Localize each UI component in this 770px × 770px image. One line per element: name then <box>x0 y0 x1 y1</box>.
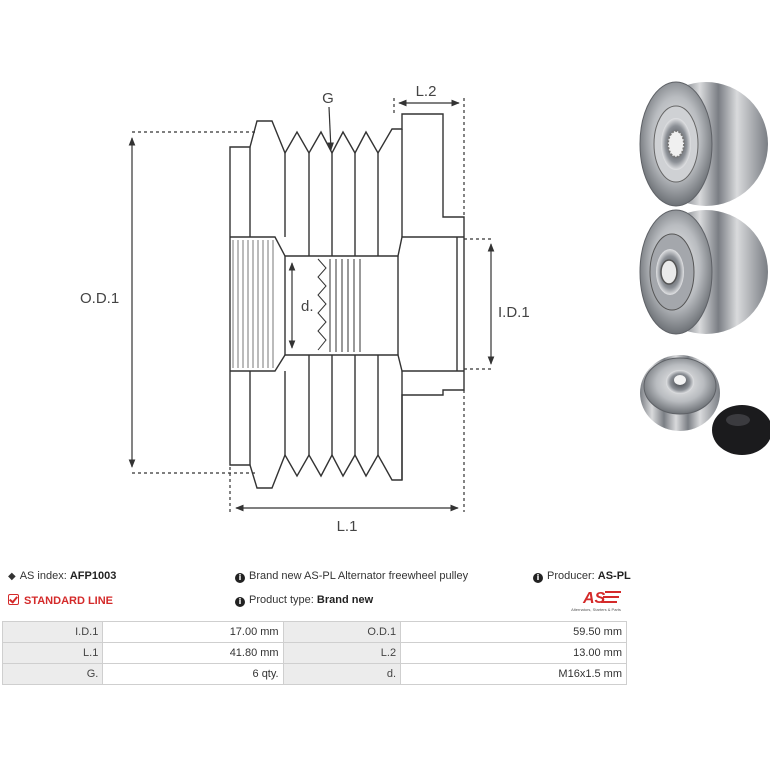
l1-label: L.1 <box>337 518 358 535</box>
spec-value: M16x1.5 mm <box>400 663 627 685</box>
spec-label: L.2 <box>282 642 402 664</box>
pulley-section-outline <box>229 113 465 489</box>
description: i Brand new AS-PL Alternator freewheel pu… <box>235 570 468 583</box>
as-index-label: AS index: <box>19 570 67 582</box>
logo-letters: AS <box>582 590 606 607</box>
spec-value: 17.00 mm <box>102 621 284 643</box>
producer-value: AS-PL <box>597 570 631 582</box>
spline-hatching <box>232 240 274 368</box>
thread-lines <box>317 258 361 352</box>
od-label: O.D.1 <box>80 290 119 307</box>
product-type: i Product type: Brand new <box>235 594 373 607</box>
product-type-value: Brand new <box>316 594 374 606</box>
standard-line-badge: STANDARD LINE <box>8 594 113 607</box>
id-dimension <box>464 238 495 370</box>
g-label: G <box>322 90 334 107</box>
od-dimension <box>128 131 255 474</box>
spec-value: 6 qty. <box>102 663 284 685</box>
logo-tagline: Alternators, Starters & Parts <box>571 607 621 612</box>
logo-mark: AS <box>582 590 621 607</box>
standard-line-text: STANDARD LINE <box>24 595 114 607</box>
product-type-label: Product type: <box>249 594 314 606</box>
spec-label: L.1 <box>1 642 104 664</box>
id-label: I.D.1 <box>498 304 530 321</box>
technical-drawing: O.D.1 I.D.1 L.1 L.2 G d. <box>80 81 770 535</box>
info-icon: i <box>235 597 245 607</box>
spec-label: I.D.1 <box>1 621 104 643</box>
producer-label: Producer: <box>547 570 595 582</box>
spec-label: O.D.1 <box>282 621 402 643</box>
as-index: ◆AS index: AFP1003 <box>8 570 116 582</box>
l2-dimension <box>393 98 465 217</box>
producer: i Producer: AS-PL <box>533 570 631 583</box>
spec-label: d. <box>282 663 402 685</box>
pulley-photo-side <box>640 355 720 431</box>
table-row: G.6 qty.d.M16x1.5 mm <box>1 663 627 685</box>
checkbox-icon <box>8 594 19 605</box>
l2-label: L.2 <box>416 83 437 100</box>
spec-value: 13.00 mm <box>400 642 627 664</box>
pulley-cap-photo <box>712 405 770 455</box>
spec-value: 59.50 mm <box>400 621 627 643</box>
tag-icon: ◆ <box>8 571 16 582</box>
description-text: Brand new AS-PL Alternator freewheel pul… <box>249 570 469 582</box>
info-icon: i <box>235 573 245 583</box>
info-icon: i <box>533 573 543 583</box>
pulley-photo-front <box>639 81 768 207</box>
l1-dimension <box>229 390 465 512</box>
g-pointer <box>327 106 335 151</box>
pulley-photo-rear <box>639 209 768 335</box>
as-pl-logo: AS Alternators, Starters & Parts <box>565 587 627 615</box>
as-index-value: AFP1003 <box>69 570 117 582</box>
spec-label: G. <box>1 663 104 685</box>
spec-value: 41.80 mm <box>102 642 284 664</box>
d-label: d. <box>301 298 314 315</box>
